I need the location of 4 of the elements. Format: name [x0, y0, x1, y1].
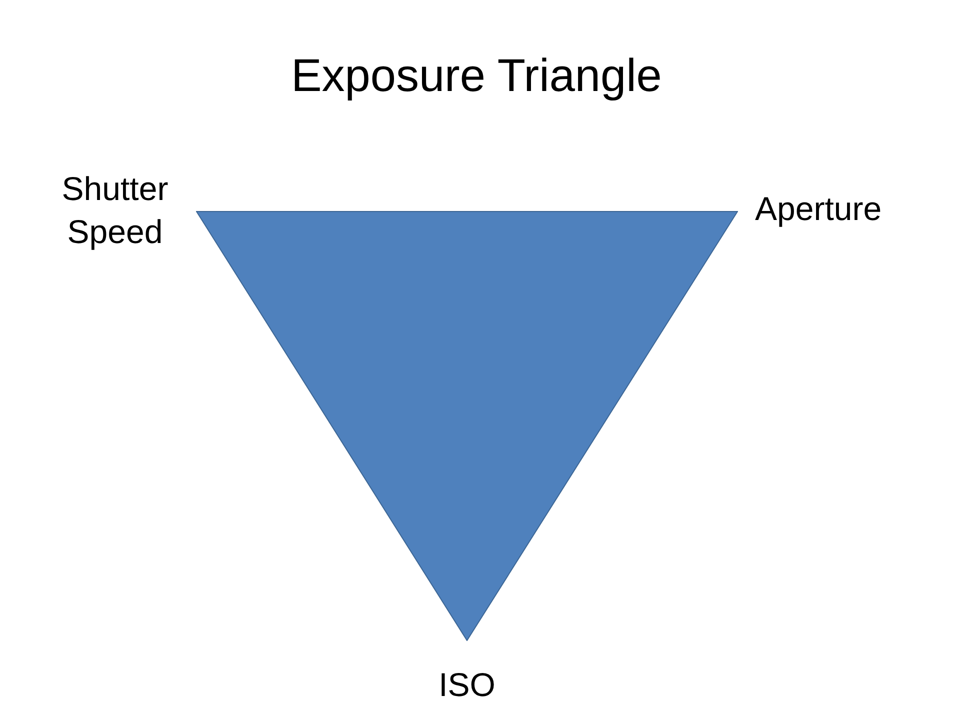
- corner-label: Aperture: [755, 189, 883, 229]
- diagram-title: Exposure Triangle: [290, 48, 663, 102]
- corner-label: ISO: [438, 665, 496, 705]
- corner-label: Shutter Speed: [60, 169, 170, 252]
